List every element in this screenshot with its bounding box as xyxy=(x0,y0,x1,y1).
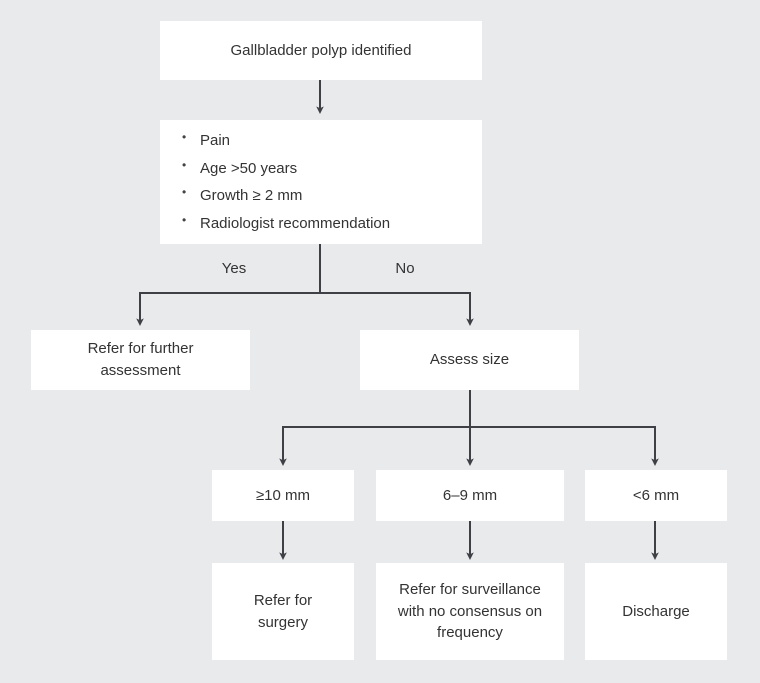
node-assess-size[interactable]: Assess size xyxy=(360,330,579,390)
criteria-list: Pain Age >50 years Growth ≥ 2 mm Radiolo… xyxy=(178,130,390,234)
node-size-small-label: <6 mm xyxy=(632,486,680,504)
branch-label-yes: Yes xyxy=(221,260,247,277)
node-outcome-surveillance[interactable]: Refer for surveillance with no consensus… xyxy=(376,563,564,660)
branch-label-no: No xyxy=(395,260,415,277)
node-assess-size-label: Assess size xyxy=(429,351,510,369)
node-outcome-surveillance-label: Refer for surveillance with no consensus… xyxy=(397,580,543,642)
node-refer-assessment[interactable]: Refer for further assessment xyxy=(31,330,250,390)
node-size-medium-label: 6–9 mm xyxy=(442,486,498,504)
node-size-medium[interactable]: 6–9 mm xyxy=(376,470,564,521)
node-size-large[interactable]: ≥10 mm xyxy=(212,470,354,521)
criteria-item: Pain xyxy=(178,130,390,151)
node-outcome-surgery-label: Refer for surgery xyxy=(253,591,313,631)
criteria-item: Age >50 years xyxy=(178,158,390,179)
node-criteria[interactable]: Pain Age >50 years Growth ≥ 2 mm Radiolo… xyxy=(160,120,482,244)
node-size-small[interactable]: <6 mm xyxy=(585,470,727,521)
node-refer-assessment-label: Refer for further assessment xyxy=(87,340,194,379)
criteria-item: Growth ≥ 2 mm xyxy=(178,185,390,206)
node-outcome-discharge[interactable]: Discharge xyxy=(585,563,727,660)
connector-size-to-outcomes xyxy=(279,521,659,560)
node-size-large-label: ≥10 mm xyxy=(255,486,311,504)
connector-assess-size-split xyxy=(279,390,659,466)
node-start-label: Gallbladder polyp identified xyxy=(230,41,412,59)
criteria-item: Radiologist recommendation xyxy=(178,213,390,234)
node-outcome-discharge-label: Discharge xyxy=(622,602,690,620)
node-outcome-surgery[interactable]: Refer for surgery xyxy=(212,563,354,660)
connector-criteria-split xyxy=(136,244,474,326)
node-start[interactable]: Gallbladder polyp identified xyxy=(160,21,482,80)
